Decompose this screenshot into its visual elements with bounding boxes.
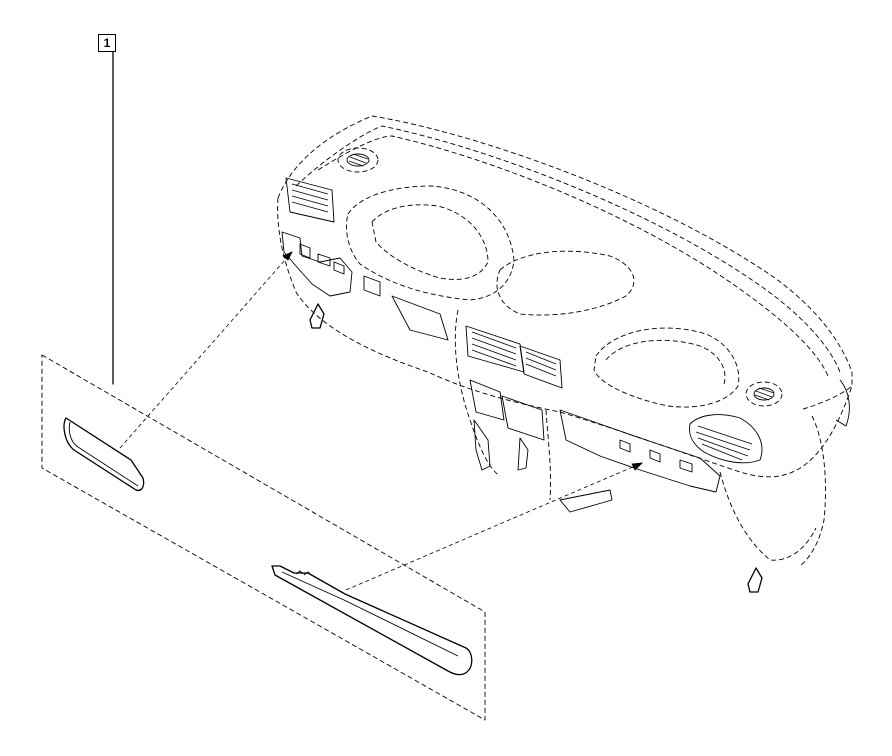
assembly-arrow-left — [119, 251, 293, 449]
callout-number-box: 1 — [98, 34, 116, 52]
exploded-parts-panel — [41, 354, 486, 721]
callout-number: 1 — [103, 36, 111, 50]
trim-strip-right — [271, 565, 473, 676]
dashboard-assembly — [277, 115, 853, 593]
assembly-arrow-right — [345, 462, 644, 591]
trim-strip-left — [63, 417, 145, 492]
